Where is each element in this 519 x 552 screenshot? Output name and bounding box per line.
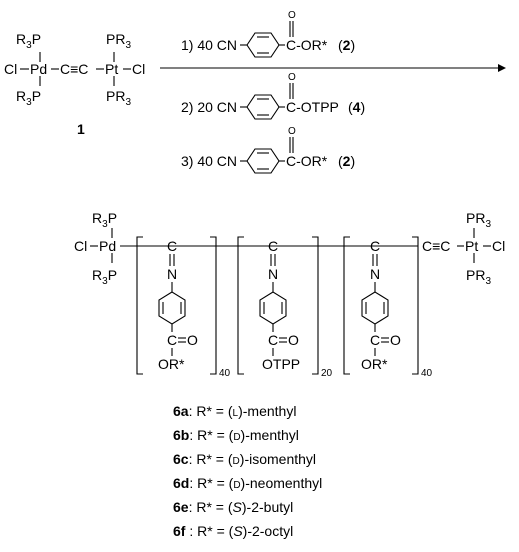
legend-item-6f: 6f : R* = (S)-2-octyl	[173, 523, 293, 539]
atom-cl-left: Cl	[74, 238, 87, 254]
block-2-ester-group: OTPP	[262, 356, 300, 372]
ester-c: C	[268, 332, 278, 348]
ligand-pr3-top-right: PR3	[106, 31, 131, 51]
atom-pd: Pd	[99, 238, 116, 254]
ester-o: O	[288, 332, 299, 348]
substituent-legend: 6a: R* = (L)-menthyl 6b: R* = (D)-menthy…	[173, 403, 322, 539]
step-1: 1) 40 CN O C-OR* (2)	[181, 10, 355, 58]
reaction-arrow	[160, 64, 506, 72]
polymer-block-2: C N C O OTPP 20	[237, 236, 333, 379]
imine-c: C	[167, 238, 177, 254]
block-1-count: 40	[219, 368, 231, 379]
ligand-r3p-bottom-left: R3P	[92, 267, 117, 287]
legend-item-6c: 6c: R* = (D)-isomenthyl	[173, 451, 316, 467]
atom-pt: Pt	[105, 61, 118, 77]
bracket-left	[343, 236, 350, 375]
imine-n: N	[167, 266, 177, 282]
block-1-ester-group: OR*	[158, 356, 185, 372]
step-2-prefix: 2) 20 CN	[181, 99, 237, 115]
step-3-compound: (2)	[338, 153, 355, 169]
ligand-pr3-bottom-right: PR3	[106, 88, 131, 108]
step-3: 3) 40 CN O C-OR* (2)	[181, 126, 355, 174]
ligand-r3p-top-left: R3P	[92, 210, 117, 230]
atom-cl-left: Cl	[4, 61, 17, 77]
step-2-ester: C-OTPP	[286, 99, 339, 115]
bracket-right	[210, 236, 217, 375]
legend-item-6d: 6d: R* = (D)-neomenthyl	[173, 475, 322, 491]
bracket-left	[136, 236, 143, 375]
step-2-compound: (4)	[348, 99, 365, 115]
ester-c: C	[167, 332, 177, 348]
step-1-prefix: 1) 40 CN	[181, 37, 237, 53]
atom-cl-right: Cl	[492, 238, 505, 254]
carbonyl-o: O	[288, 72, 296, 83]
arrow-head	[498, 64, 506, 72]
product-polymer: R3P Cl Pd R3P C N C O OR* 40	[74, 210, 505, 379]
bracket-left	[237, 236, 244, 375]
triple-bond-cc: C≡C	[422, 238, 450, 254]
triple-bond-cc: C≡C	[60, 61, 88, 77]
bracket-right	[312, 236, 319, 375]
atom-cl-right: Cl	[132, 61, 145, 77]
block-3-count: 40	[421, 368, 433, 379]
carbonyl-o: O	[288, 10, 296, 21]
imine-n: N	[268, 266, 278, 282]
legend-item-6e: 6e: R* = (S)-2-butyl	[173, 499, 293, 515]
step-2: 2) 20 CN O C-OTPP (4)	[181, 72, 365, 120]
atom-pd: Pd	[30, 61, 47, 77]
ester-o: O	[390, 332, 401, 348]
step-3-ester: C-OR*	[286, 153, 328, 169]
imine-n: N	[370, 266, 380, 282]
polymer-block-1: C N C O OR* 40	[136, 236, 231, 379]
ester-o: O	[187, 332, 198, 348]
legend-item-6b: 6b: R* = (D)-menthyl	[173, 427, 299, 443]
step-1-compound: (2)	[338, 37, 355, 53]
legend-item-6a: 6a: R* = (L)-menthyl	[173, 403, 296, 419]
ligand-pr3-top-right: PR3	[466, 210, 491, 230]
ligand-r3p-top-left: R3P	[16, 31, 41, 51]
ligand-r3p-bottom-left: R3P	[16, 88, 41, 108]
step-1-ester: C-OR*	[286, 37, 328, 53]
polymer-block-3: C N C O OR* 40	[343, 236, 433, 379]
carbonyl-o: O	[288, 126, 296, 137]
imine-c: C	[370, 238, 380, 254]
imine-c: C	[268, 238, 278, 254]
ester-c: C	[370, 332, 380, 348]
block-2-count: 20	[321, 368, 333, 379]
bracket-right	[412, 236, 419, 375]
reactant-1: R3P Cl Pd C≡C Pt Cl PR3 R3P PR3 1	[4, 31, 145, 137]
compound-number-1: 1	[77, 121, 85, 137]
step-3-prefix: 3) 40 CN	[181, 153, 237, 169]
atom-pt: Pt	[465, 238, 478, 254]
block-3-ester-group: OR*	[361, 356, 388, 372]
ligand-pr3-bottom-right: PR3	[466, 267, 491, 287]
